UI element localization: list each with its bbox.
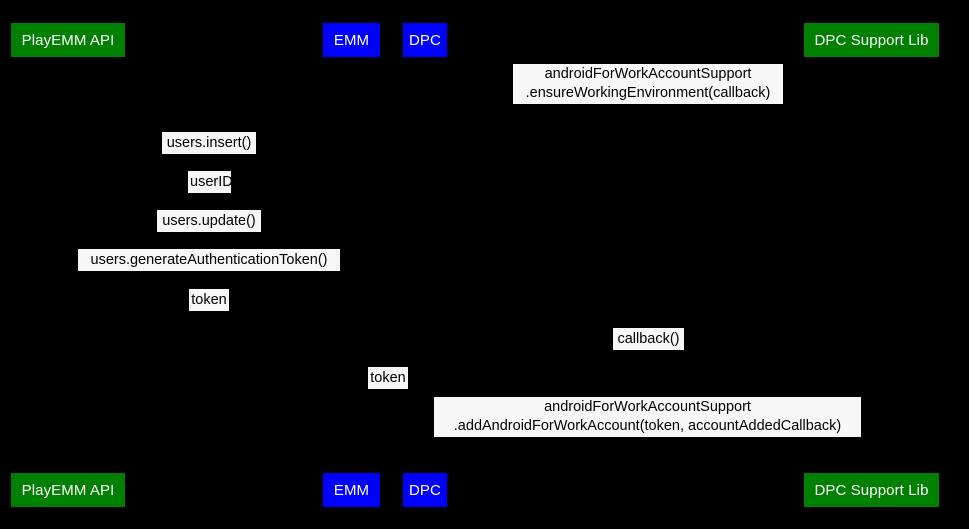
participant-label: EMM — [333, 481, 370, 499]
message-label-line: .ensureWorkingEnvironment(callback) — [525, 85, 771, 101]
message-label-line: users.update() — [162, 212, 256, 229]
message-label-ensure-working-environment: androidForWorkAccountSupport .ensureWorki… — [513, 64, 783, 104]
participant-top-dpc-support-lib[interactable]: DPC Support Lib — [804, 23, 939, 57]
message-label-line: token — [370, 369, 406, 386]
participant-bottom-dpc[interactable]: DPC — [403, 473, 447, 507]
message-label-callback: callback() — [613, 328, 684, 350]
message-label-line: userID — [190, 173, 233, 190]
message-label-users-insert: users.insert() — [162, 132, 256, 154]
message-label-users-update: users.update() — [157, 210, 261, 232]
message-label-add-android-for-work-account: androidForWorkAccountSupport .addAndroidF… — [434, 397, 861, 437]
message-label-line: .addAndroidForWorkAccount(token, account… — [453, 418, 842, 434]
participant-label: DPC — [409, 31, 441, 49]
message-label-token-upper: token — [189, 289, 229, 311]
participant-label: DPC Support Lib — [814, 481, 929, 499]
message-label-line: token — [191, 291, 227, 308]
participant-top-dpc[interactable]: DPC — [403, 23, 447, 57]
message-label-line: users.generateAuthenticationToken() — [90, 251, 328, 268]
participant-label: PlayEMM API — [21, 31, 115, 49]
message-label-token-lower: token — [368, 367, 408, 389]
message-label-line: callback() — [617, 330, 680, 347]
participant-bottom-playemm-api[interactable]: PlayEMM API — [11, 473, 125, 507]
participant-bottom-emm[interactable]: EMM — [323, 473, 380, 507]
participant-top-playemm-api[interactable]: PlayEMM API — [11, 23, 125, 57]
message-label-user-id: userID — [188, 171, 233, 193]
participant-label: PlayEMM API — [21, 481, 115, 499]
participant-label: DPC Support Lib — [814, 31, 929, 49]
participant-top-emm[interactable]: EMM — [323, 23, 380, 57]
participant-label: EMM — [333, 31, 370, 49]
message-label-line: androidForWorkAccountSupport — [544, 399, 751, 415]
message-label-users-generate-authentication-token: users.generateAuthenticationToken() — [78, 249, 340, 271]
participant-bottom-dpc-support-lib[interactable]: DPC Support Lib — [804, 473, 939, 507]
message-label-line: androidForWorkAccountSupport — [544, 66, 752, 82]
participant-label: DPC — [409, 481, 441, 499]
message-label-line: users.insert() — [166, 134, 252, 151]
